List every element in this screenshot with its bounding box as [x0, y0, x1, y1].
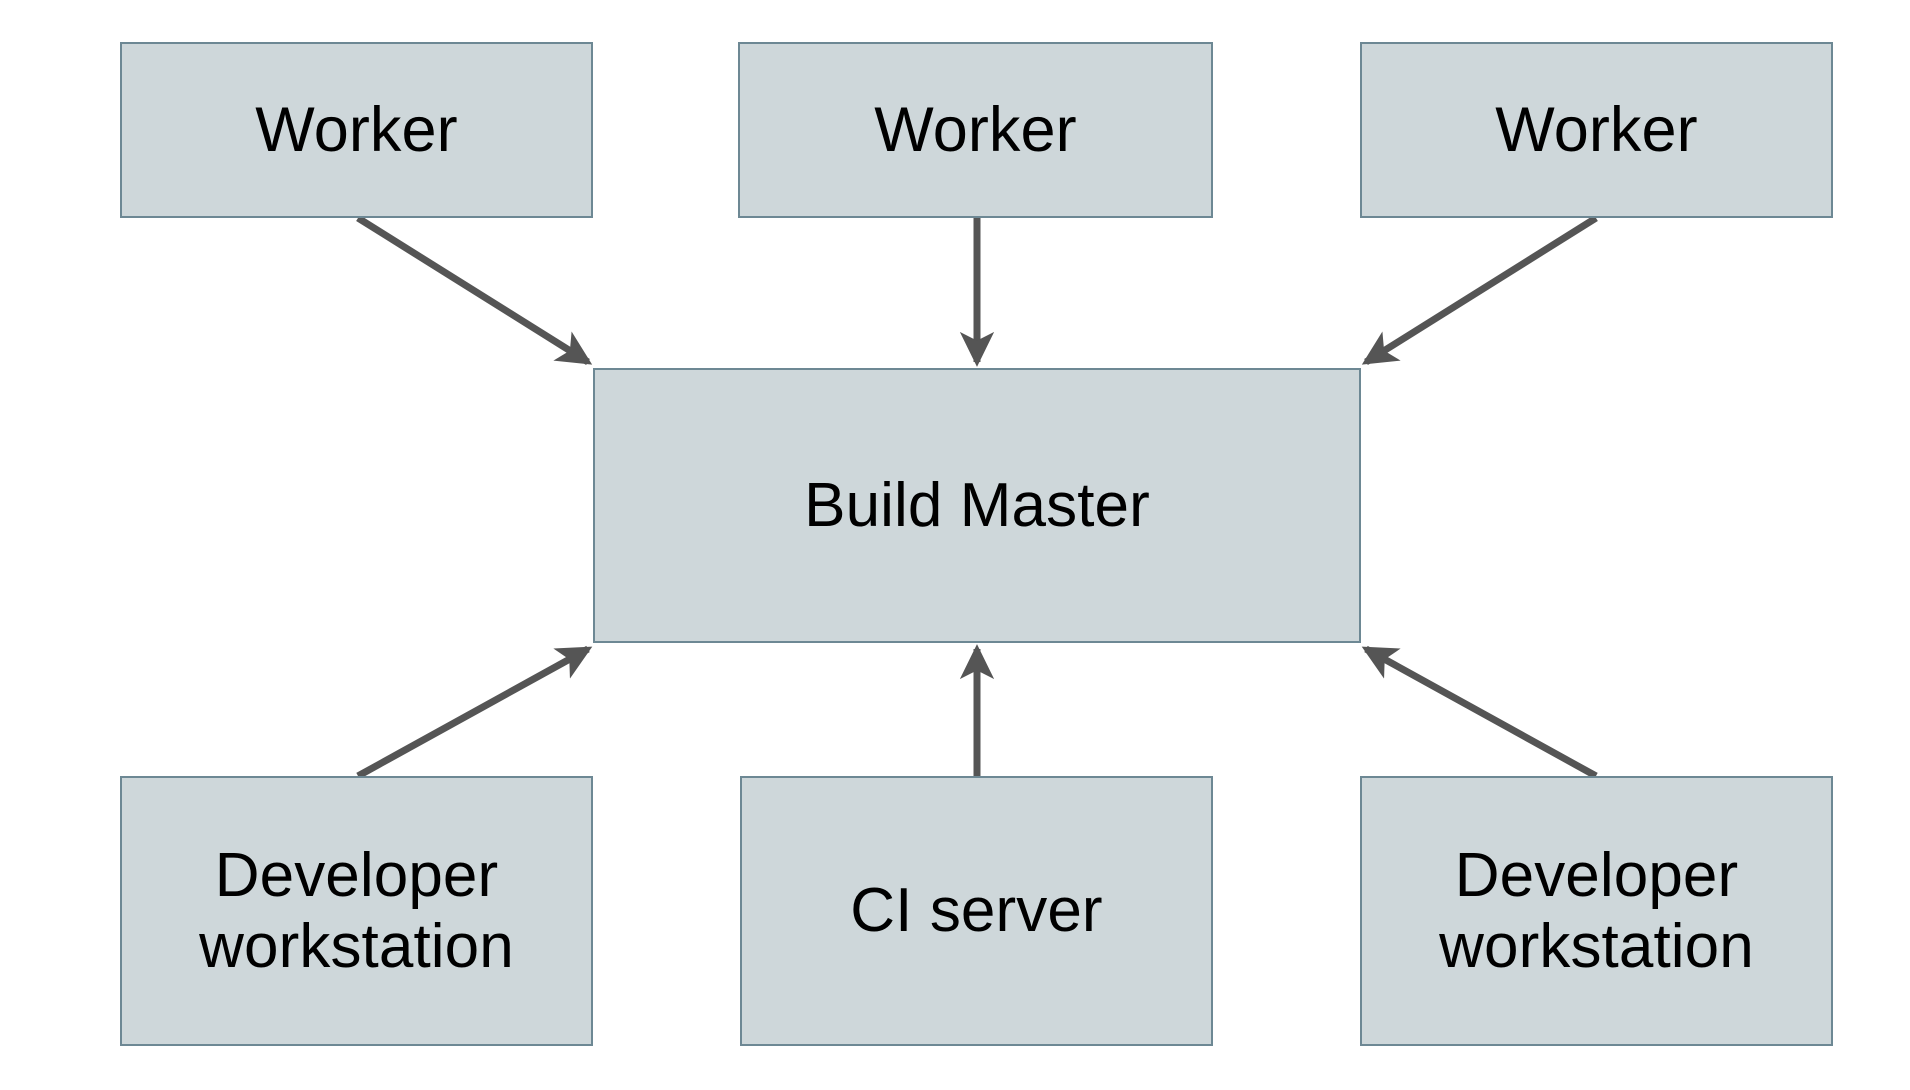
edge-worker3-to-master	[1361, 215, 1598, 365]
node-ci-server[interactable]: CI server	[740, 776, 1213, 1046]
node-label-ci-server: CI server	[850, 876, 1103, 946]
edge-devright-to-master	[1361, 645, 1598, 780]
node-dev-workstation-right[interactable]: Developer workstation	[1360, 776, 1833, 1046]
node-label-worker-3: Worker	[1495, 94, 1698, 165]
node-label-worker-2: Worker	[874, 94, 1077, 165]
node-label-dev-workstation-right: Developer workstation	[1439, 840, 1754, 981]
node-build-master[interactable]: Build Master	[593, 368, 1361, 643]
node-worker-1[interactable]: Worker	[120, 42, 593, 218]
node-label-dev-workstation-left: Developer workstation	[199, 840, 514, 981]
node-worker-2[interactable]: Worker	[738, 42, 1213, 218]
node-label-build-master: Build Master	[804, 470, 1150, 540]
node-worker-3[interactable]: Worker	[1360, 42, 1833, 218]
node-label-worker-1: Worker	[255, 94, 458, 165]
edge-worker1-to-master	[356, 215, 593, 365]
edge-devleft-to-master	[356, 645, 593, 780]
node-dev-workstation-left[interactable]: Developer workstation	[120, 776, 593, 1046]
